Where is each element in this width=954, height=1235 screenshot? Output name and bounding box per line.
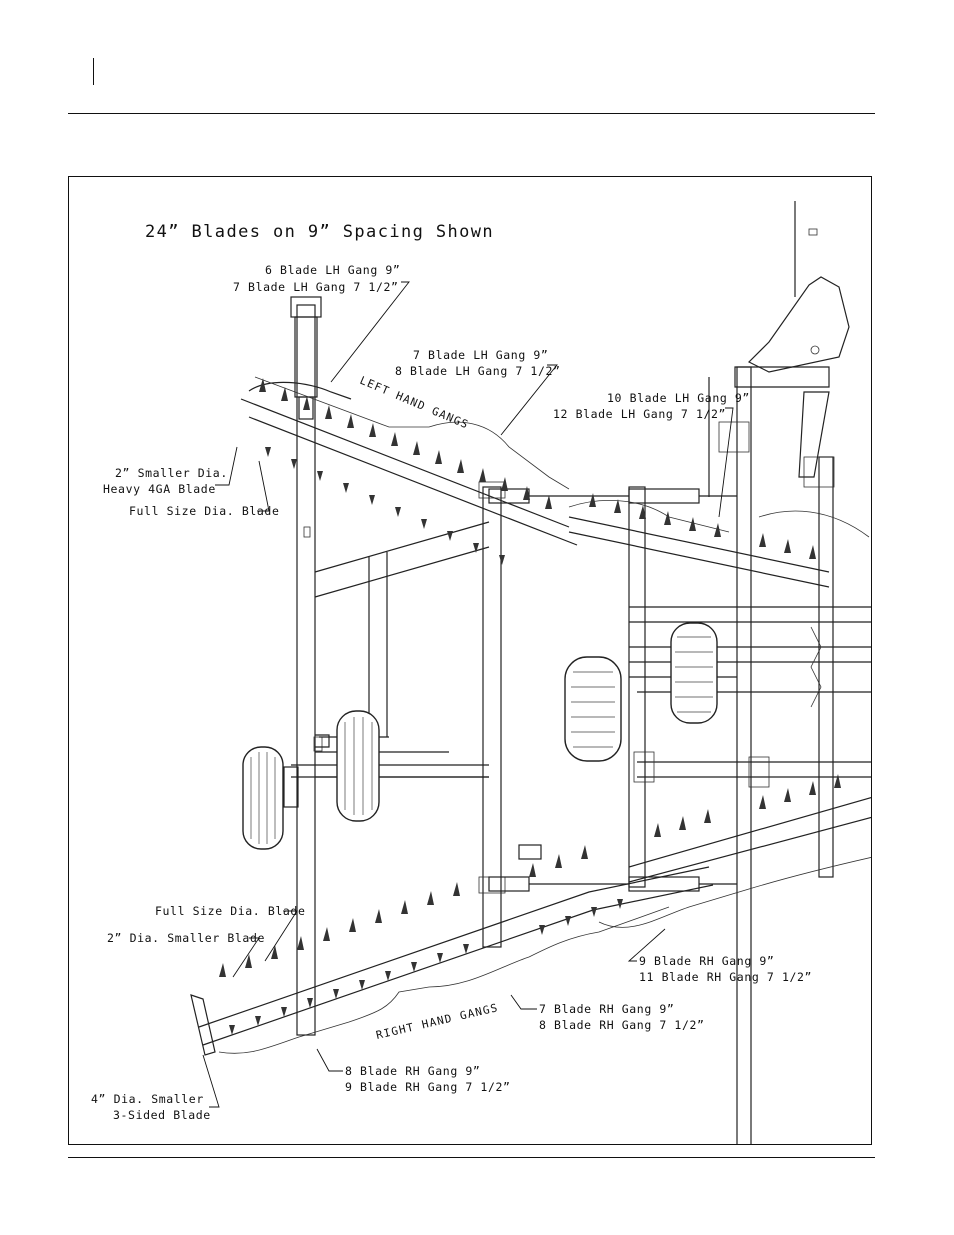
figure-frame: 24” Blades on 9” Spacing Shown [68,176,872,1145]
callout-full-size-blade-top: Full Size Dia. Blade [129,504,279,518]
callout-three-sided-blade-line2: 3-Sided Blade [113,1108,211,1122]
transport-tires [242,622,718,850]
leader-three-sided-blade [202,1054,220,1108]
right-frame [628,366,871,1144]
leader-lh-gang-a [330,281,410,383]
leader-smaller-heavy-blade [215,446,238,486]
rh-blades [219,845,623,1035]
callout-lh-gang-b-line2: 8 Blade LH Gang 7 1/2” [395,364,561,378]
hydraulic-cylinders [488,488,737,892]
leader-full-size-blade-top [257,460,270,512]
leader-lh-gang-c [718,407,734,518]
callout-rh-gang-b-line1: 7 Blade RH Gang 9” [539,1002,674,1016]
header-rule [68,113,875,114]
lh-blades [259,378,552,565]
machine-drawing [190,201,871,1144]
callout-lh-gang-c-line1: 10 Blade LH Gang 9” [607,391,750,405]
right-hand-gangs-label: RIGHT HAND GANGS [375,1001,500,1042]
callout-lh-gang-a-line1: 6 Blade LH Gang 9” [265,263,400,277]
right-hand-gang-row [190,774,871,1056]
callout-rh-gang-b-line2: 8 Blade RH Gang 7 1/2” [539,1018,705,1032]
callout-smaller-heavy-blade-line1: 2” Smaller Dia. [115,466,228,480]
disc-harrow-diagram: 24” Blades on 9” Spacing Shown [91,201,871,1144]
leader-rh-gang-a [627,928,666,962]
left-hand-gangs-label: LEFT HAND GANGS [358,374,471,432]
callout-smaller-heavy-blade-line2: Heavy 4GA Blade [103,482,216,496]
callout-smaller-blade-bottom: 2” Dia. Smaller Blade [107,931,265,945]
callout-three-sided-blade-line1: 4” Dia. Smaller [91,1092,204,1106]
diagram-title: 24” Blades on 9” Spacing Shown [145,222,494,242]
callouts: 6 Blade LH Gang 9” 7 Blade LH Gang 7 1/2… [91,263,812,1122]
leader-full-size-blade-bottom [264,910,298,962]
callout-lh-gang-a-line2: 7 Blade LH Gang 7 1/2” [233,280,399,294]
callout-rh-gang-a-line1: 9 Blade RH Gang 9” [639,954,774,968]
page-side-mark [93,58,94,85]
left-hand-gang-row [240,376,870,588]
leader-rh-gang-b [510,994,537,1010]
callout-lh-gang-c-line2: 12 Blade LH Gang 7 1/2” [553,407,726,421]
footer-rule [68,1157,875,1158]
leader-lh-gang-b [500,364,558,436]
callout-full-size-blade-bottom: Full Size Dia. Blade [155,904,305,918]
callout-rh-gang-c-line1: 8 Blade RH Gang 9” [345,1064,480,1078]
callout-rh-gang-c-line2: 9 Blade RH Gang 7 1/2” [345,1080,511,1094]
callout-lh-gang-b-line1: 7 Blade LH Gang 9” [413,348,548,362]
leader-smaller-blade-bottom [232,937,260,978]
callout-rh-gang-a-line2: 11 Blade RH Gang 7 1/2” [639,970,812,984]
hitch-assembly [734,201,850,478]
leader-rh-gang-c [316,1048,343,1072]
